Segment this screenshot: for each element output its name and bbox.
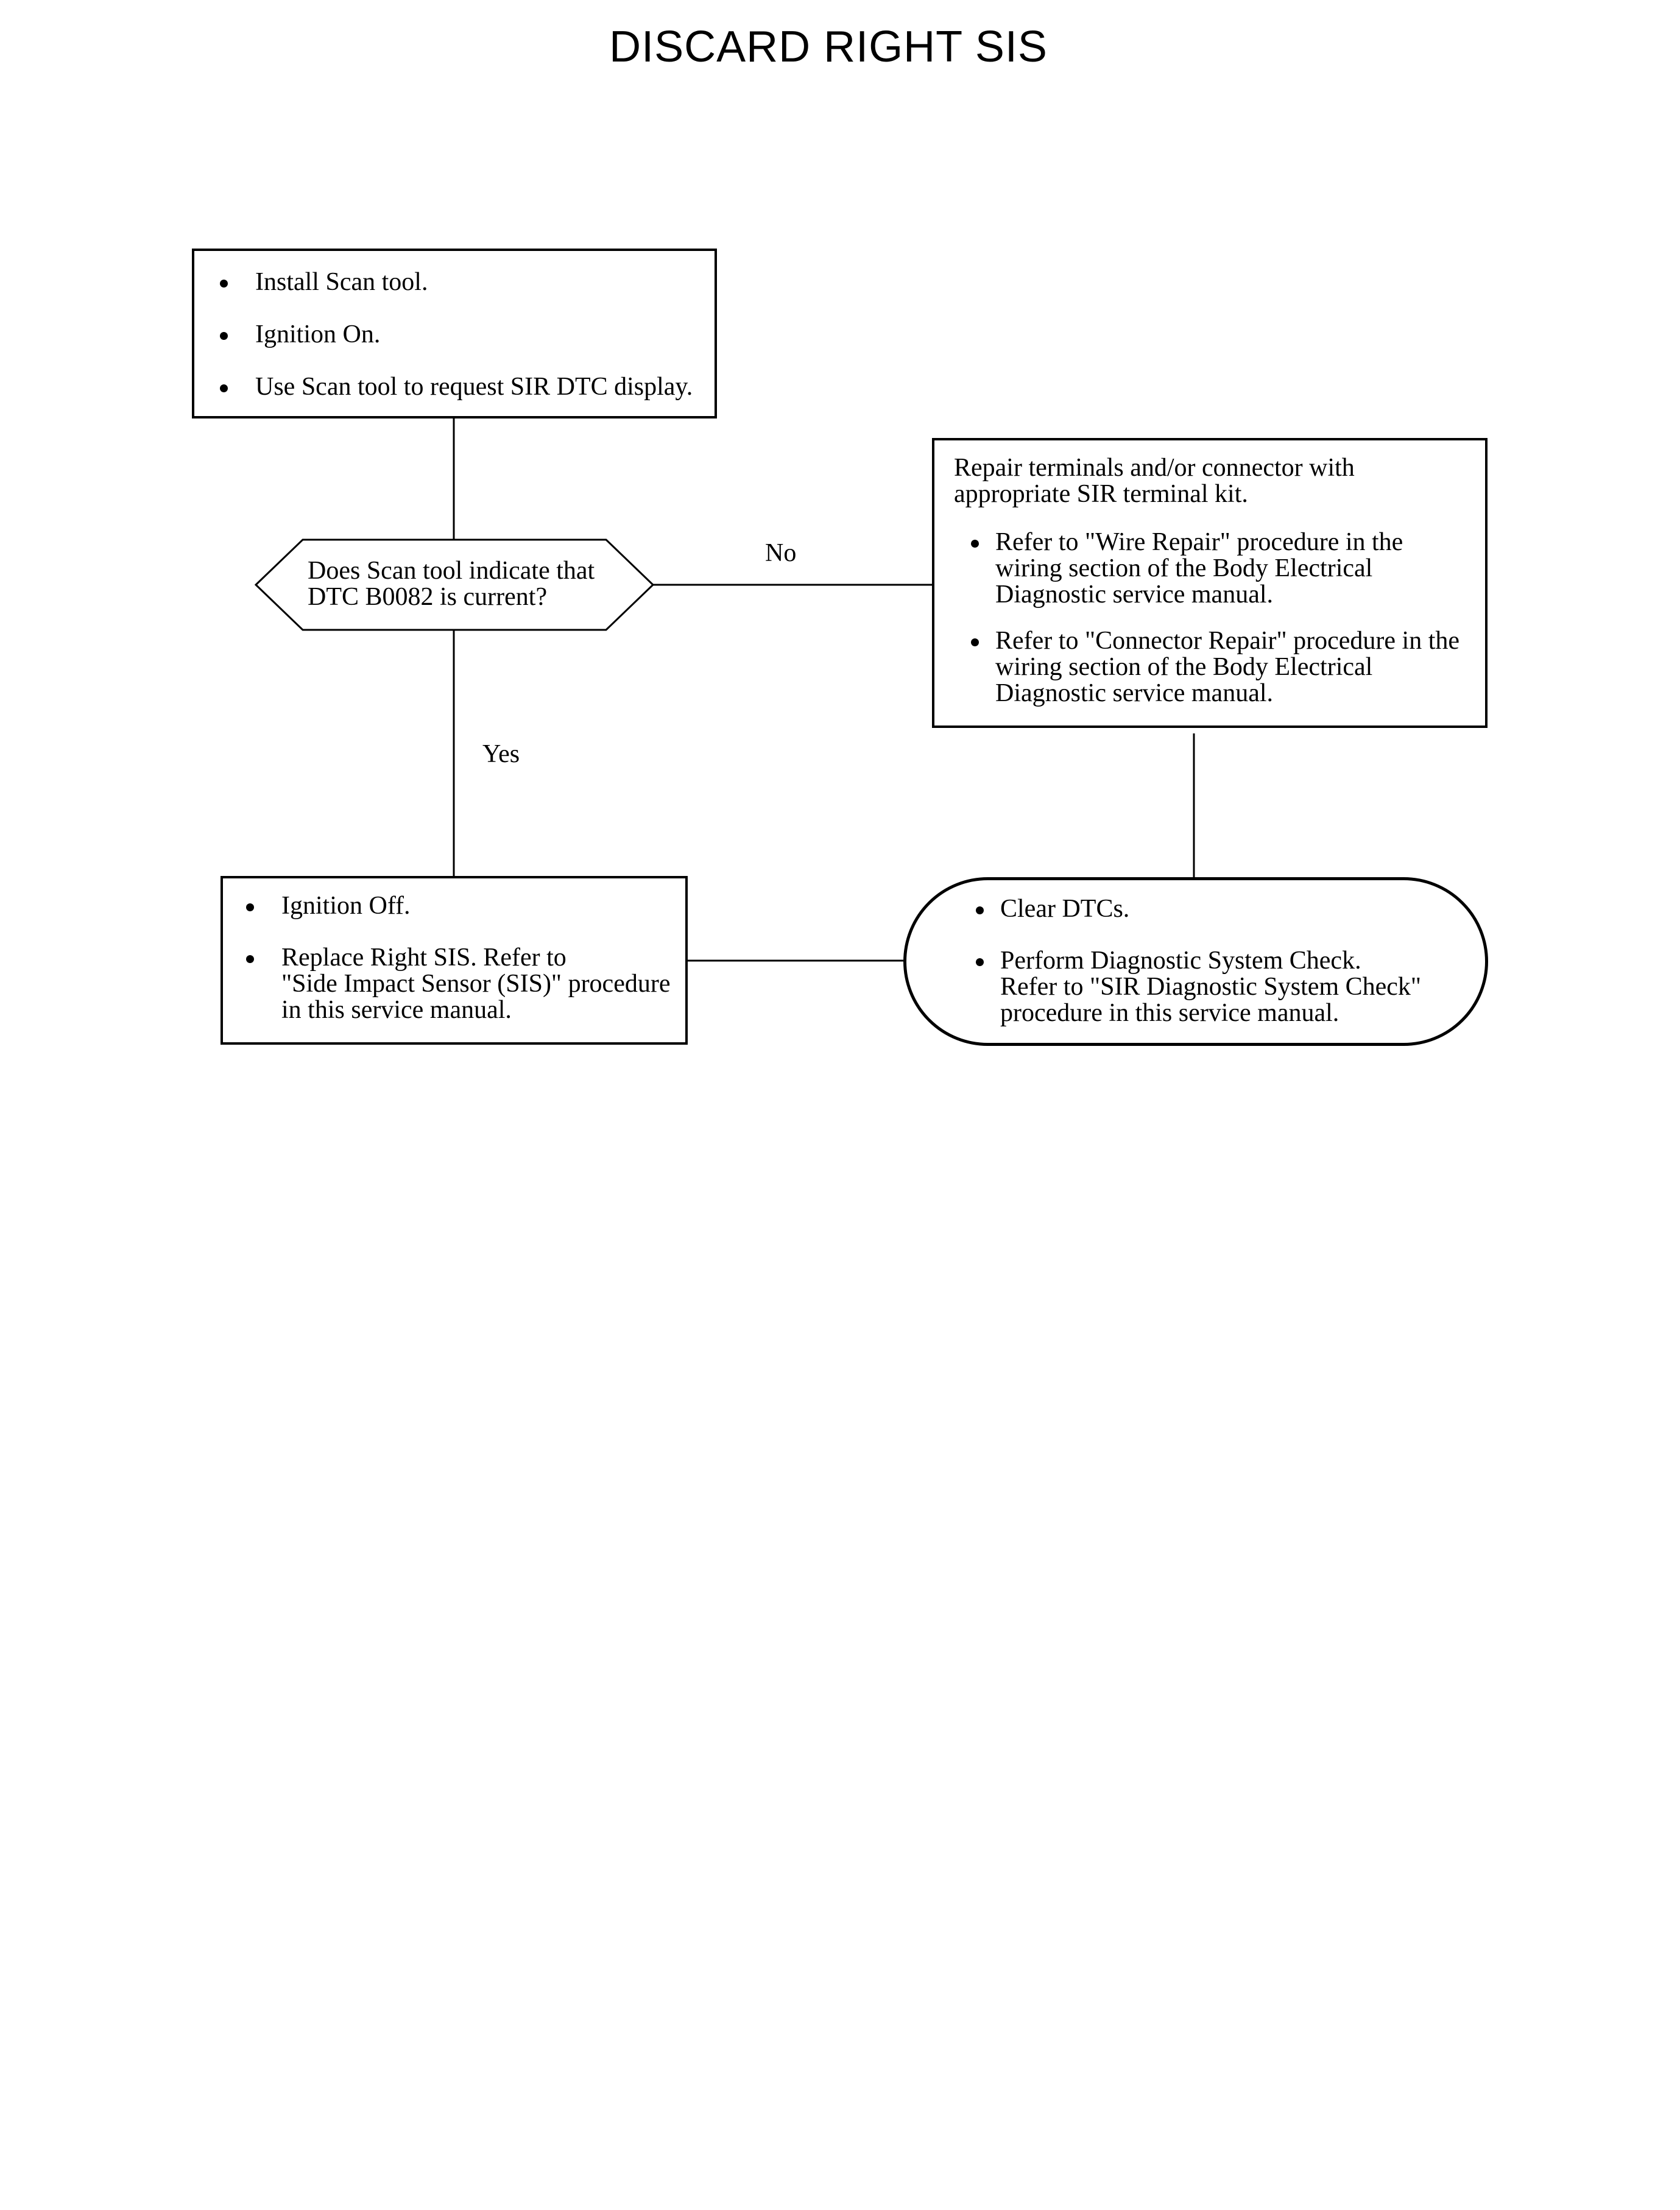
start-item: Ignition On. [203, 322, 702, 348]
decision-text: Does Scan tool indicate that DTC B0082 i… [308, 557, 595, 611]
start-box: Install Scan tool. Ignition On. Use Scan… [192, 249, 717, 418]
repair-item: Refer to "Wire Repair" procedure in the … [954, 529, 1473, 608]
finish-terminal: Clear DTCs. Perform Diagnostic System Ch… [903, 877, 1488, 1046]
repair-intro: Repair terminals and/or connector with a… [954, 454, 1355, 508]
replace-item: Replace Right SIS. Refer to "Side Impact… [229, 945, 677, 1023]
repair-item: Refer to "Connector Repair" procedure in… [954, 628, 1473, 707]
start-item: Install Scan tool. [203, 269, 702, 295]
start-item: Use Scan tool to request SIR DTC display… [203, 374, 702, 400]
replace-box: Ignition Off. Replace Right SIS. Refer t… [221, 876, 688, 1045]
yes-label: Yes [482, 740, 520, 768]
finish-item: Perform Diagnostic System Check. Refer t… [959, 948, 1473, 1026]
no-label: No [765, 539, 797, 567]
replace-item: Ignition Off. [229, 893, 677, 919]
page-title: DISCARD RIGHT SIS [609, 23, 1048, 71]
finish-item: Clear DTCs. [959, 896, 1473, 922]
repair-box: Repair terminals and/or connector with a… [932, 438, 1488, 728]
